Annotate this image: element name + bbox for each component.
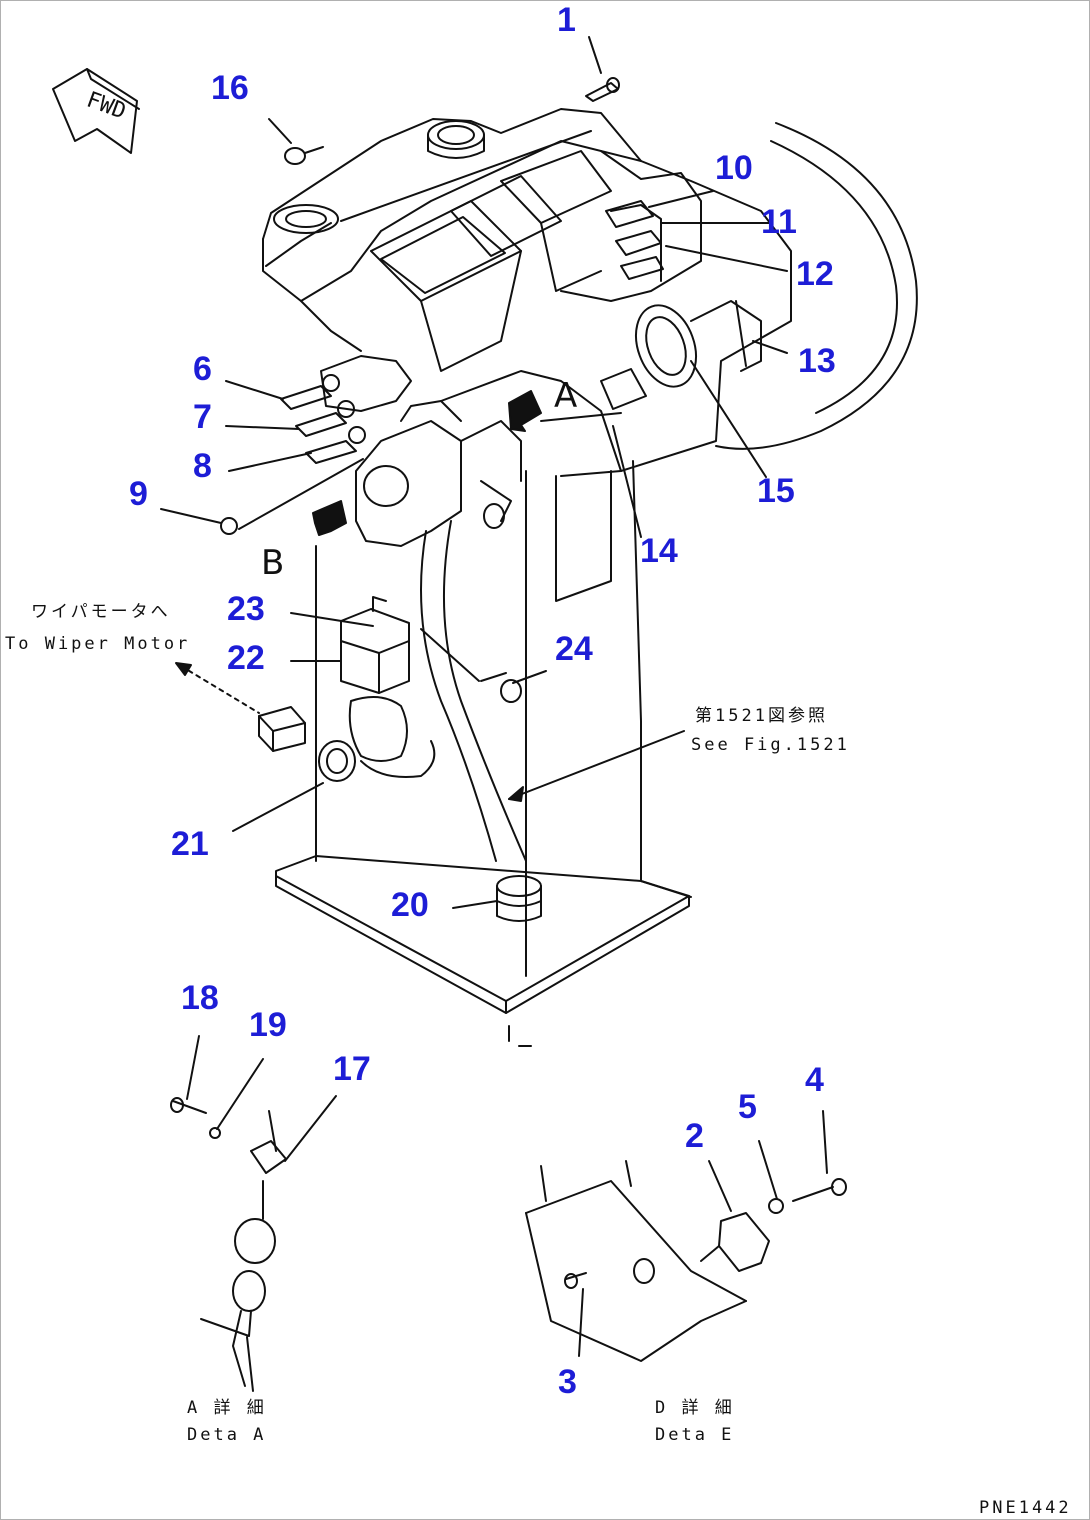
callout-22: 22 [227, 639, 265, 677]
view-label-a: A [554, 376, 578, 416]
callout-10: 10 [715, 149, 753, 187]
callout-24: 24 [555, 630, 593, 668]
callout-12: 12 [796, 255, 834, 293]
detail-a-caption-jp: A 詳 細 [187, 1398, 267, 1418]
callout-4: 4 [805, 1061, 824, 1099]
detail-a-drawing [170, 1097, 287, 1392]
callout-1: 1 [557, 1, 576, 39]
callout-3: 3 [558, 1363, 577, 1401]
callout-16: 16 [211, 69, 249, 107]
leader-lines [160, 36, 828, 1357]
detail-a-caption-en: Deta A [187, 1425, 267, 1445]
callout-23: 23 [227, 590, 265, 628]
callout-15: 15 [757, 472, 795, 510]
harness-tube [420, 520, 542, 922]
view-arrow-a-icon [508, 390, 542, 432]
see-fig-arrowhead-icon [508, 786, 524, 802]
callout-8: 8 [193, 447, 212, 485]
callout-2: 2 [685, 1117, 704, 1155]
detail-d-caption-en: Deta E [655, 1425, 735, 1445]
fwd-arrow-icon: FWD [52, 68, 140, 154]
callout-21: 21 [171, 825, 209, 863]
fastener-parts [220, 77, 664, 703]
callout-9: 9 [129, 475, 148, 513]
callout-7: 7 [193, 398, 212, 436]
view-arrow-b-icon [312, 500, 347, 536]
svg-text:FWD: FWD [83, 88, 129, 125]
callout-6: 6 [193, 350, 212, 388]
detail-d-drawing [525, 1160, 847, 1362]
wiper-note-jp: ワイパモータへ [31, 602, 171, 622]
callout-14: 14 [640, 532, 678, 570]
callout-19: 19 [249, 1006, 287, 1044]
wiper-guide-line [175, 662, 260, 714]
view-label-b: B [261, 543, 285, 583]
callout-18: 18 [181, 979, 219, 1017]
see-fig-note-en: See Fig.1521 [691, 735, 850, 755]
drawing-number: PNE1442 [979, 1498, 1072, 1518]
callout-11: 11 [761, 203, 797, 241]
detail-d-caption-jp: D 詳 細 [655, 1398, 735, 1418]
callout-20: 20 [391, 886, 429, 924]
relay-cluster [258, 596, 436, 782]
dash-housing-outline [262, 108, 918, 1047]
wiper-note-en: To Wiper Motor [5, 634, 191, 654]
see-fig-note-jp: 第1521図参照 [695, 706, 828, 726]
callout-5: 5 [738, 1088, 757, 1126]
callout-17: 17 [333, 1050, 371, 1088]
callout-13: 13 [798, 342, 836, 380]
